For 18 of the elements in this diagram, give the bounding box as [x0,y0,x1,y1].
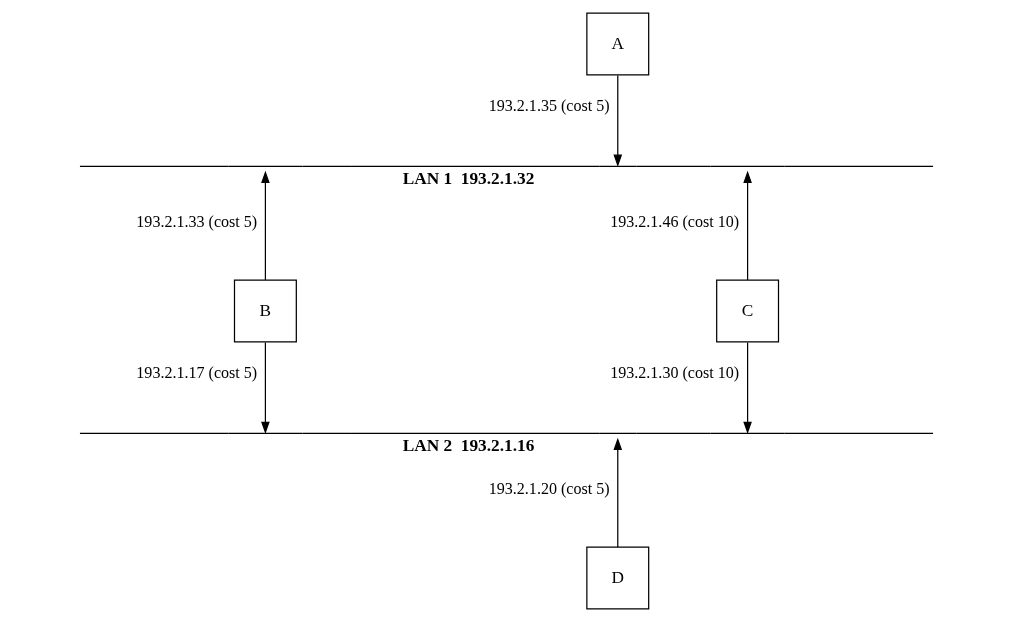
edge-label: 193.2.1.17 (cost 5) [136,363,258,381]
node-text: LAN 2 193.2.1.16 [402,435,535,455]
edge-label: 193.2.1.20 (cost 5) [488,479,610,497]
node-box: C [716,279,780,343]
arrow [613,74,623,167]
node-text: LAN 1 193.2.1.32 [402,168,535,188]
node-box: B [233,279,297,343]
arrow [613,437,623,548]
edge-label: 193.2.1.46 (cost 10) [610,212,740,230]
arrow [261,341,270,435]
node-box: A [586,12,650,76]
node-box: D [586,546,650,610]
arrow [261,170,270,281]
edge-label: 193.2.1.30 (cost 10) [610,363,740,381]
arrow [743,341,752,435]
edge-label: 193.2.1.35 (cost 5) [488,96,610,114]
arrow [743,170,752,281]
edge-label: 193.2.1.33 (cost 5) [136,212,258,230]
